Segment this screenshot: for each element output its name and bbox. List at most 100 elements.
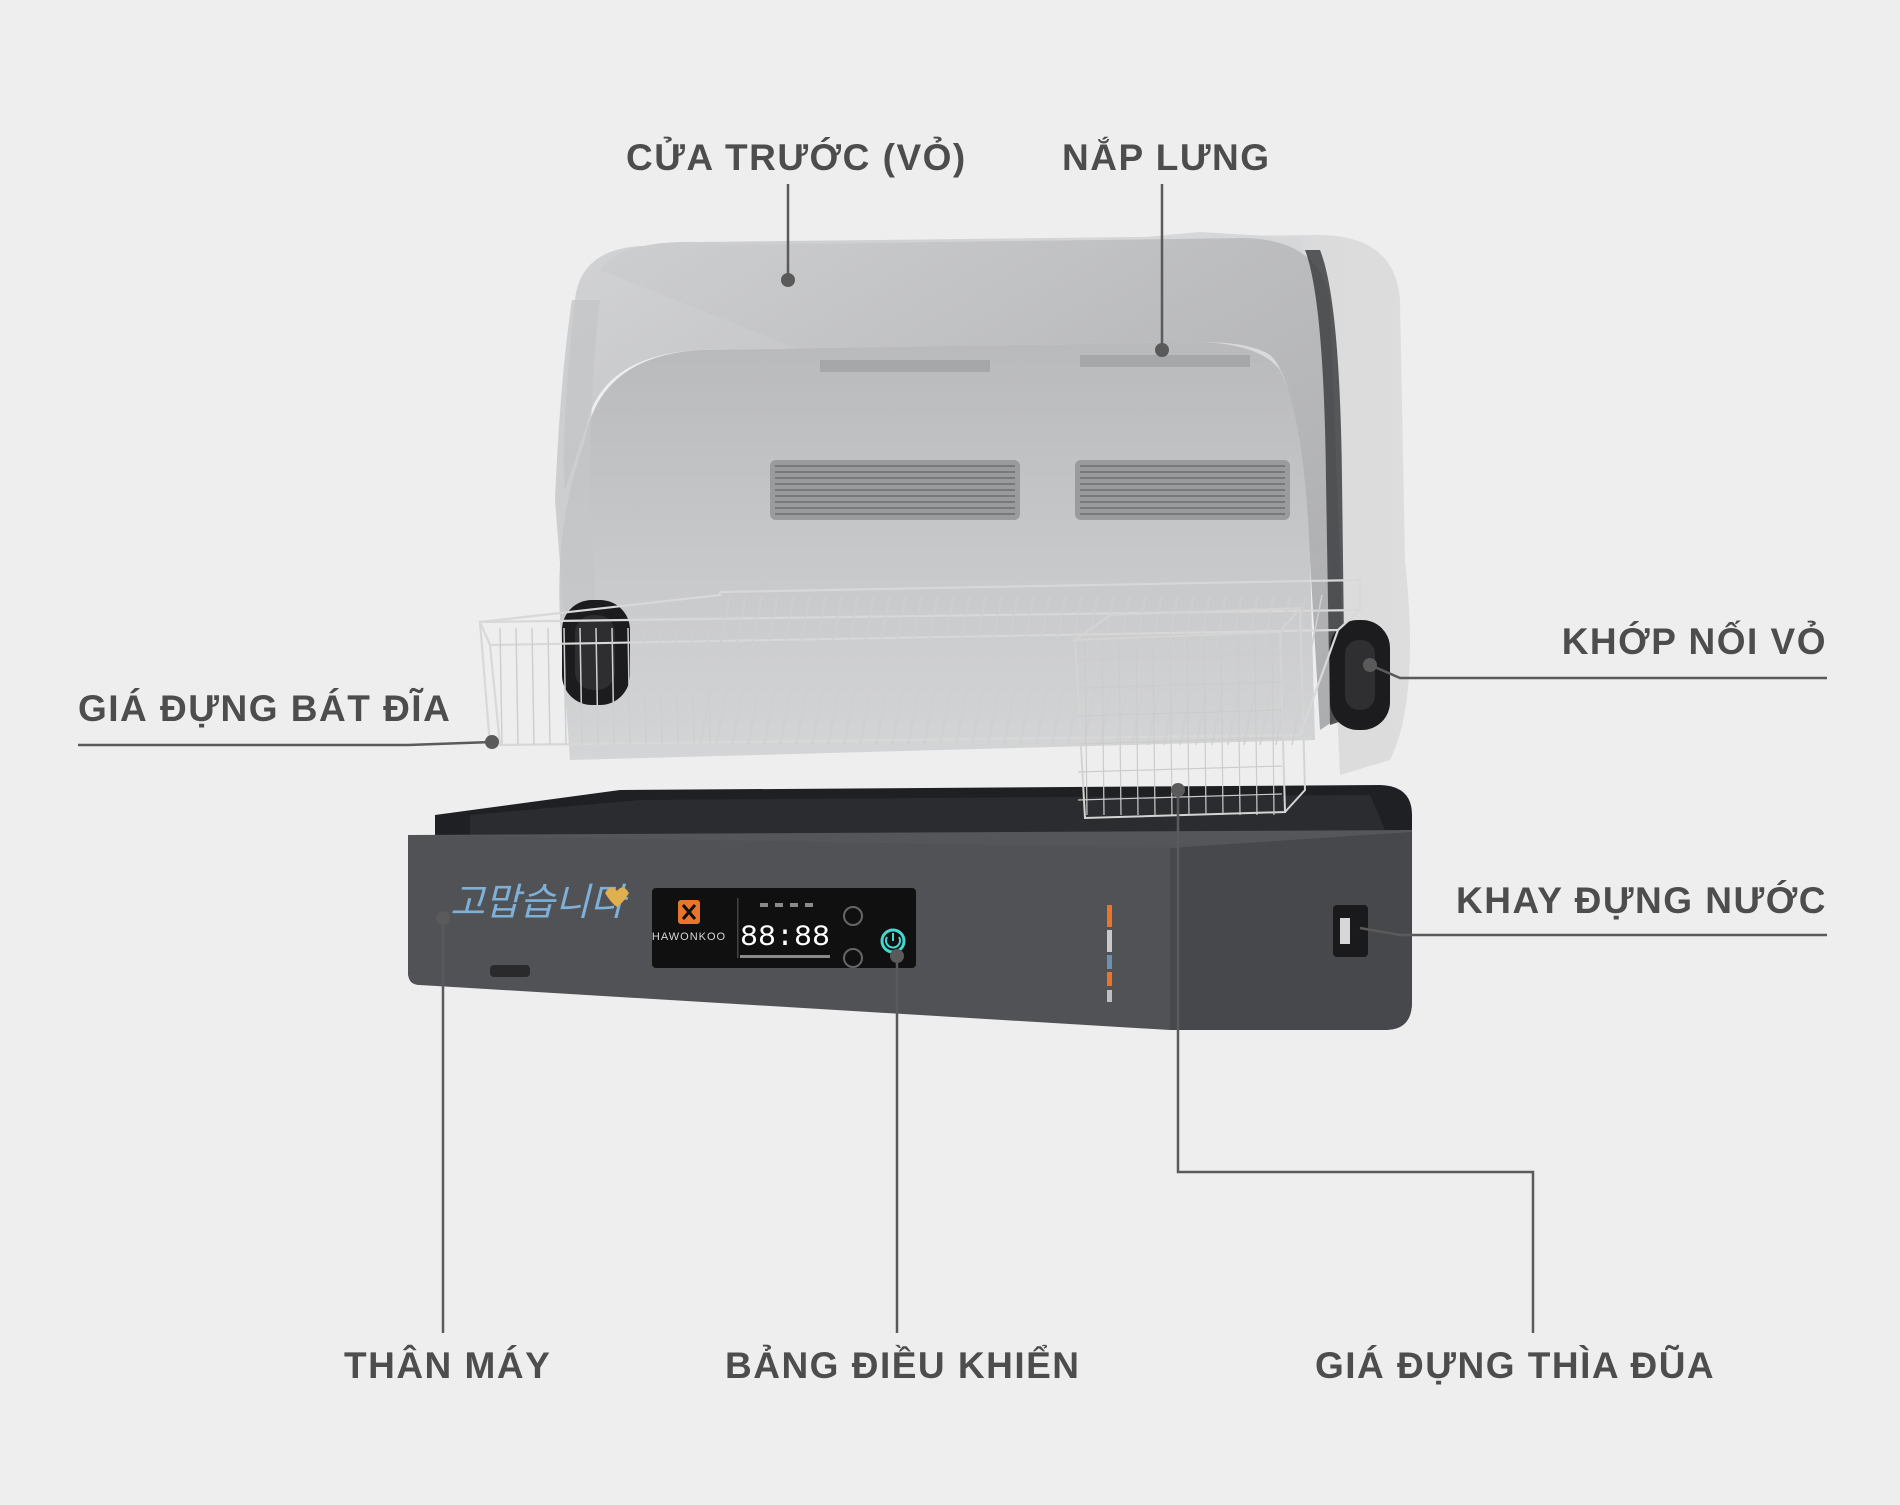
utensil-basket bbox=[1073, 606, 1307, 820]
basket-wire bbox=[1135, 639, 1139, 816]
rack-wire bbox=[531, 627, 535, 746]
heart-icon bbox=[605, 887, 629, 907]
side-color-strip bbox=[1107, 905, 1112, 1002]
rack-wire bbox=[907, 594, 939, 746]
cover-left-side bbox=[555, 300, 600, 690]
cover-right-edge bbox=[1305, 250, 1345, 725]
rack-wire bbox=[1291, 594, 1323, 746]
rack-wire bbox=[827, 594, 859, 746]
rack-wire bbox=[675, 627, 679, 746]
basket-wire bbox=[1077, 765, 1283, 773]
basket-wire bbox=[1220, 639, 1224, 816]
leader-dots bbox=[436, 273, 1377, 963]
leader-utensil-rack bbox=[1176, 790, 1535, 1333]
hinge-right bbox=[1330, 620, 1390, 730]
label-dish-rack: GIÁ ĐỰNG BÁT ĐĨA bbox=[78, 688, 452, 729]
basket-wire bbox=[1254, 639, 1258, 816]
rack-wire bbox=[891, 594, 923, 746]
label-cover-hinge: KHỚP NỐI VỎ bbox=[1561, 621, 1827, 662]
basket-wire bbox=[1101, 639, 1105, 816]
water-tray-handle bbox=[1333, 905, 1368, 957]
leader-cover-hinge bbox=[1369, 663, 1827, 680]
leader-dish-rack bbox=[78, 740, 493, 747]
rack-wire bbox=[547, 627, 551, 746]
label-back-cover: NẮP LƯNG bbox=[1062, 137, 1271, 178]
rack-wire bbox=[499, 627, 503, 746]
display-indicators bbox=[740, 903, 830, 958]
panel-brand: HAWONKOO bbox=[652, 931, 726, 943]
display-digits: 88:88 bbox=[740, 921, 830, 955]
basket-wire bbox=[1077, 737, 1283, 745]
rack-wire bbox=[1179, 594, 1211, 746]
rack-wire bbox=[731, 594, 763, 746]
rack-wire bbox=[1195, 594, 1227, 746]
inner-cavity bbox=[559, 342, 1315, 760]
rack-wire bbox=[763, 594, 795, 746]
top-vents bbox=[820, 355, 1250, 372]
rack-wire bbox=[923, 594, 955, 746]
rack-wire bbox=[1115, 594, 1147, 746]
label-front-door: CỬA TRƯỚC (VỎ) bbox=[626, 137, 967, 178]
basket-wire bbox=[1084, 639, 1088, 816]
rack-wire bbox=[1067, 594, 1099, 746]
rack-wire bbox=[1163, 594, 1195, 746]
hawonkoo-logo-mark bbox=[678, 900, 700, 924]
rack-wire bbox=[795, 594, 827, 746]
basket-wire bbox=[1118, 639, 1122, 816]
rack-wire bbox=[1019, 594, 1051, 746]
rack-wire bbox=[747, 594, 779, 746]
leader-lines bbox=[78, 184, 1827, 1333]
rack-wire bbox=[691, 627, 695, 746]
rack-wire bbox=[939, 594, 971, 746]
basket-wire bbox=[1077, 653, 1283, 661]
rack-wire bbox=[875, 594, 907, 746]
rack-wire bbox=[1259, 594, 1291, 746]
rack-wire bbox=[1147, 594, 1179, 746]
rack-wire bbox=[1227, 594, 1259, 746]
rack-wire bbox=[859, 594, 891, 746]
rack-wire bbox=[579, 627, 583, 746]
rack-wire bbox=[715, 594, 747, 746]
basket-wire bbox=[1169, 639, 1173, 816]
rack-wire bbox=[595, 627, 599, 746]
basket-wire bbox=[1077, 793, 1283, 801]
rack-wire bbox=[643, 627, 647, 746]
label-control-panel: BẢNG ĐIỀU KHIỂN bbox=[725, 1345, 1081, 1386]
basket-wire bbox=[1152, 639, 1156, 816]
mode-button[interactable] bbox=[843, 906, 863, 926]
dish-rack-art bbox=[478, 578, 1363, 747]
basket-wire bbox=[1077, 709, 1283, 717]
rack-wire bbox=[1099, 594, 1131, 746]
basket-wire bbox=[1271, 639, 1275, 816]
rack-wire bbox=[627, 627, 631, 746]
body-foot bbox=[490, 965, 530, 977]
rack-wire bbox=[987, 594, 1019, 746]
body-side-face bbox=[1170, 832, 1412, 1030]
rack-wire bbox=[1003, 594, 1035, 746]
basket-wire bbox=[1203, 639, 1207, 816]
rack-wire bbox=[1083, 594, 1115, 746]
label-utensil-rack: GIÁ ĐỰNG THÌA ĐŨA bbox=[1315, 1345, 1716, 1386]
rack-wire bbox=[1035, 594, 1067, 746]
rack-wire bbox=[699, 594, 731, 746]
rack-wire bbox=[955, 594, 987, 746]
rack-wire bbox=[611, 627, 615, 746]
timer-button[interactable] bbox=[843, 948, 863, 968]
rack-wire bbox=[515, 627, 519, 746]
rack-wire bbox=[1051, 594, 1083, 746]
power-icon bbox=[885, 933, 901, 949]
front-cover-shell bbox=[563, 238, 1342, 730]
rack-wire bbox=[971, 594, 1003, 746]
korean-calligraphy: 고맙습니다 bbox=[450, 880, 629, 924]
rack-wire bbox=[707, 627, 711, 746]
label-water-tray: KHAY ĐỰNG NƯỚC bbox=[1456, 880, 1827, 921]
label-body: THÂN MÁY bbox=[344, 1345, 552, 1386]
rack-wire bbox=[843, 594, 875, 746]
rack-wire bbox=[1211, 594, 1243, 746]
rack-wire bbox=[811, 594, 843, 746]
rack-wire bbox=[779, 594, 811, 746]
rack-wire bbox=[659, 627, 663, 746]
rack-wire bbox=[563, 627, 567, 746]
